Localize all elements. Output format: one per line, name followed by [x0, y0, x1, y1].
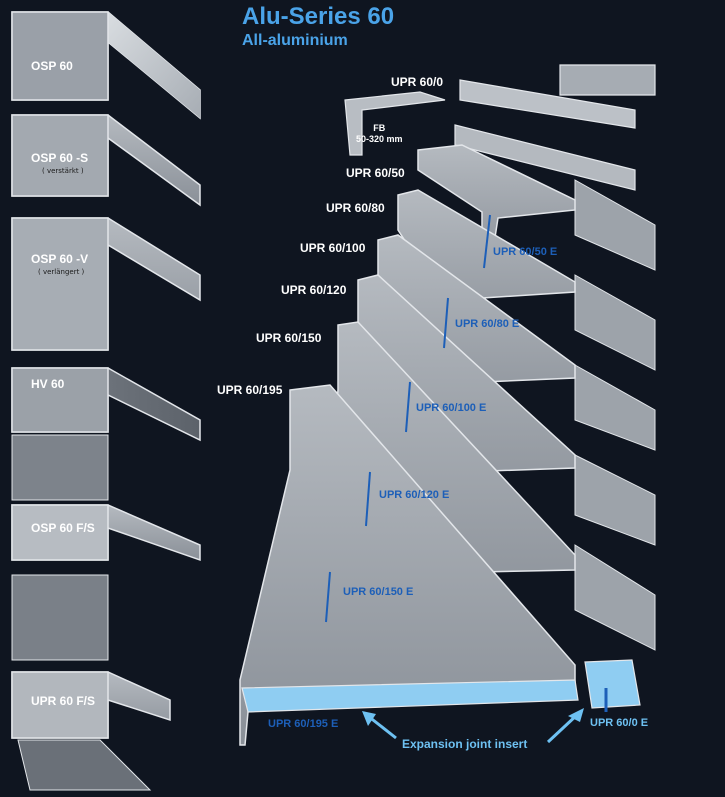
upr-60-100-e-label: UPR 60/100 E	[416, 402, 487, 414]
upr-60-0-e-label: UPR 60/0 E	[590, 717, 649, 729]
hv60-label: HV 60	[31, 377, 65, 391]
expansion-insert-0	[584, 659, 641, 709]
upr-60-80-label: UPR 60/80	[326, 201, 385, 215]
page-title: Alu-Series 60	[242, 3, 395, 30]
upr-60-80-e-label: UPR 60/80 E	[455, 318, 520, 330]
upr-60-195-label: UPR 60/195	[217, 383, 283, 397]
fb-flat-bar	[344, 91, 446, 156]
osp60s-note: ( verstärkt )	[42, 167, 84, 175]
upr-60-195-step	[239, 384, 576, 746]
osp60s-label: OSP 60 -S	[31, 151, 89, 165]
upr-60-100-label: UPR 60/100	[300, 241, 366, 255]
left-profile-column	[11, 11, 201, 791]
upr-60-50-label: UPR 60/50	[346, 166, 405, 180]
upr-60-150-e-label: UPR 60/150 E	[343, 586, 414, 598]
upr-60-120-e-label: UPR 60/120 E	[379, 489, 450, 501]
page-subtitle: All-aluminium	[242, 32, 348, 49]
upr-60-195-e-label: UPR 60/195 E	[268, 718, 339, 730]
fb-label: FB 50-320 mm	[356, 123, 403, 144]
upr-60-120-label: UPR 60/120	[281, 283, 347, 297]
upr-60-0-label: UPR 60/0	[391, 75, 444, 89]
right-stair-profiles	[239, 64, 656, 746]
upr60fs-label: UPR 60 F/S	[31, 694, 96, 708]
osp60fs-label: OSP 60 F/S	[31, 521, 95, 535]
expansion-joint-callout: Expansion joint insert	[402, 737, 528, 751]
osp60v-note: ( verlängert )	[38, 268, 85, 276]
osp60v-label: OSP 60 -V	[31, 252, 89, 266]
osp60-label: OSP 60	[31, 59, 73, 73]
upr-60-150-label: UPR 60/150	[256, 331, 322, 345]
expansion-insert-195	[241, 679, 579, 713]
upr-60-50-e-label: UPR 60/50 E	[493, 246, 558, 258]
